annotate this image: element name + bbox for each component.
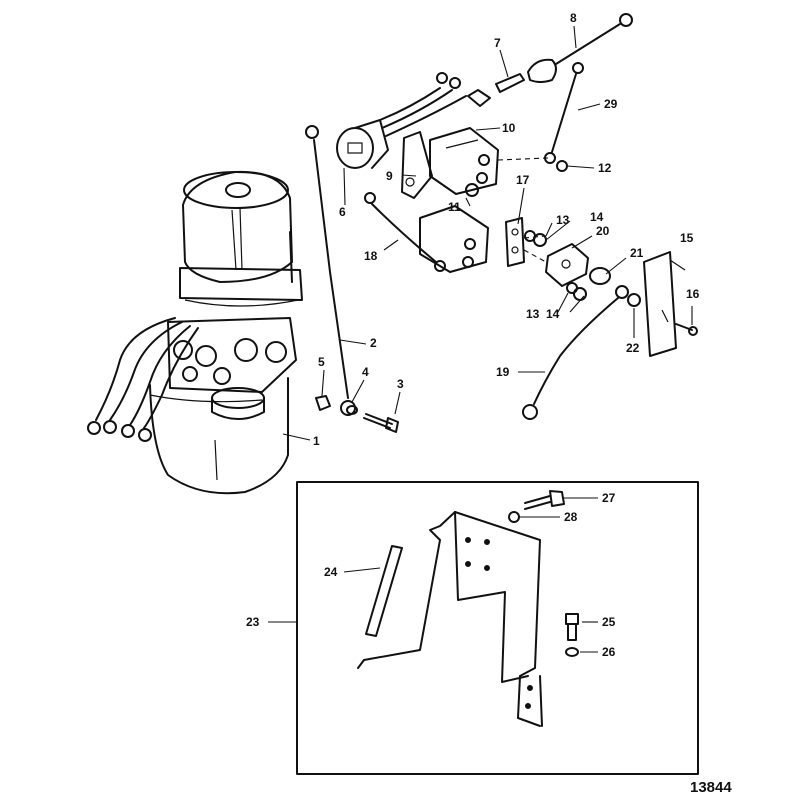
lead-wire-29: [544, 62, 584, 164]
callout-29: 29: [604, 97, 618, 111]
callout-6: 6: [339, 205, 346, 219]
bolt-27: [524, 490, 565, 510]
callout-3: 3: [397, 377, 404, 391]
callout-28: 28: [564, 510, 578, 524]
callout-10: 10: [502, 121, 516, 135]
callout-9: 9: [386, 169, 393, 183]
washer-28: [508, 511, 520, 523]
callout-23: 23: [246, 615, 260, 629]
bracket-15: [627, 251, 698, 357]
lead-wire-18: [364, 192, 446, 272]
callout-13-upper: 13: [556, 213, 570, 227]
callout-5: 5: [318, 355, 325, 369]
callout-26: 26: [602, 645, 616, 659]
callout-11: 11: [448, 200, 461, 214]
wire-harness: [336, 13, 633, 169]
callout-18: 18: [364, 249, 378, 263]
solenoid-lower: [419, 183, 525, 273]
callout-14-upper: 14: [590, 210, 604, 224]
callout-20: 20: [596, 224, 610, 238]
mounting-bracket: [357, 511, 543, 727]
solenoid-upper: [401, 127, 499, 199]
strip-24: [365, 545, 403, 637]
callout-4: 4: [362, 365, 369, 379]
callout-22: 22: [626, 341, 640, 355]
washer-26: [565, 647, 579, 657]
callout-labels: 1 2 3 4 5 6 7 8 9 10 11 12 13 13 14 14 1…: [246, 11, 700, 659]
screw-washer-nut: [315, 395, 399, 433]
callout-25: 25: [602, 615, 616, 629]
drawing-number: 13844: [690, 779, 732, 796]
callout-12: 12: [598, 161, 612, 175]
callout-16: 16: [686, 287, 700, 301]
switch-assembly: [545, 243, 611, 287]
callout-21: 21: [630, 246, 644, 260]
callout-19: 19: [496, 365, 510, 379]
callout-13-lower: 13: [526, 307, 540, 321]
pump-motor-assembly: [87, 170, 303, 495]
callout-24: 24: [324, 565, 338, 579]
callout-17: 17: [516, 173, 530, 187]
lead-wire-19: [522, 285, 629, 420]
callout-14-lower: 14: [546, 307, 560, 321]
callout-2: 2: [370, 336, 377, 350]
mounting-kit-frame: [296, 481, 699, 775]
callout-27: 27: [602, 491, 616, 505]
bolt-25: [565, 613, 579, 641]
leader-lines: [268, 25, 693, 653]
lead-wire-2: [305, 125, 356, 416]
callout-15: 15: [680, 231, 694, 245]
callout-8: 8: [570, 11, 577, 25]
callout-1: 1: [313, 434, 320, 448]
callout-7: 7: [494, 36, 501, 50]
